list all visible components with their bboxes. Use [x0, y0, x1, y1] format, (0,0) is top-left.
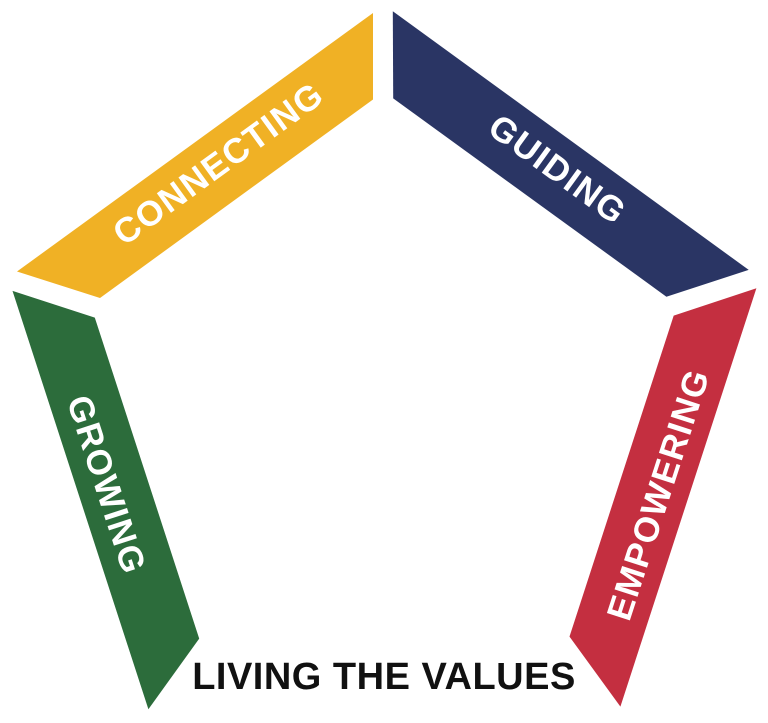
band-growing: [12, 290, 200, 710]
band-connecting-label: CONNECTING: [106, 75, 331, 254]
band-connecting: [17, 13, 373, 298]
living-the-values-label: LIVING THE VALUES: [192, 656, 576, 698]
band-empowering: [569, 288, 757, 707]
band-guiding: [392, 11, 749, 297]
